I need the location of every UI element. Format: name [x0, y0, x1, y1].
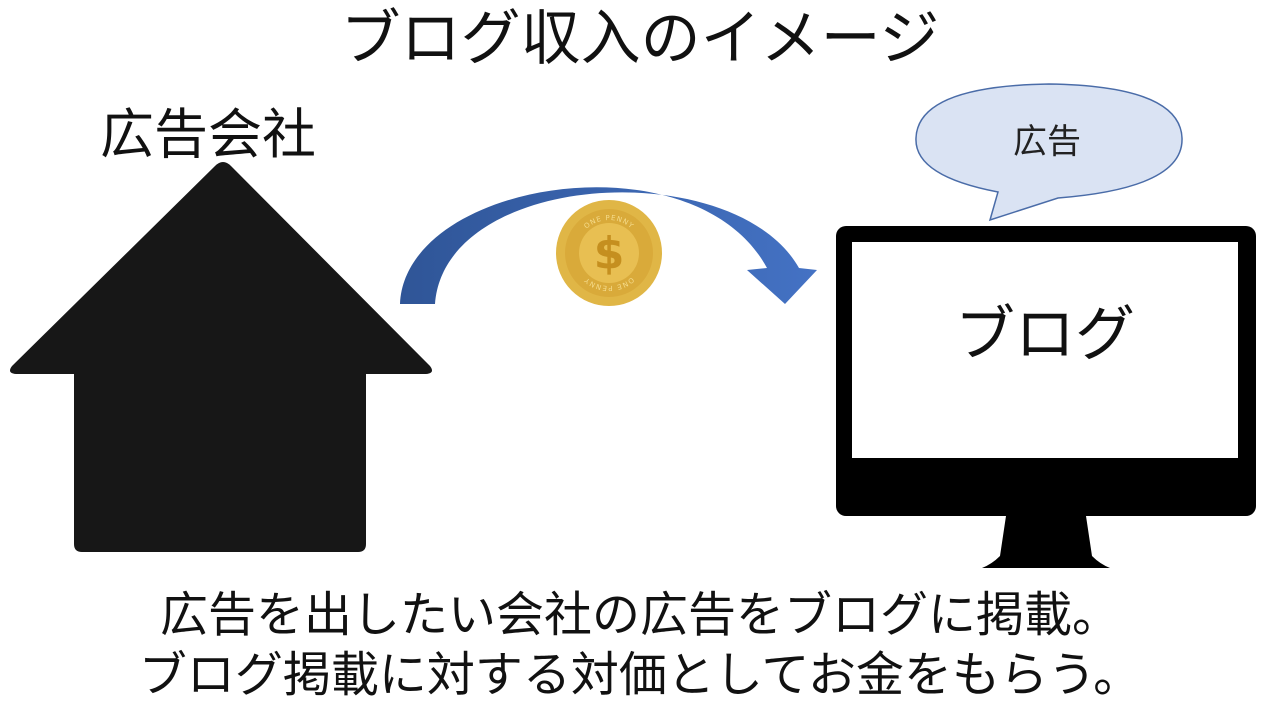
- caption-line-1: 広告を出したい会社の広告をブログに掲載。: [159, 587, 1120, 643]
- blog-screen-label: ブログ: [955, 300, 1135, 370]
- house-icon: [10, 162, 432, 552]
- coin-icon: ONE PENNY ONE PENNY $: [556, 200, 662, 306]
- svg-text:$: $: [594, 228, 625, 279]
- advertiser-label: 広告会社: [100, 103, 316, 166]
- diagram-title: ブログ収入のイメージ: [340, 4, 940, 74]
- curved-arrow-icon: [400, 187, 817, 304]
- speech-bubble-label: 広告: [1013, 122, 1081, 162]
- caption-line-2: ブログ掲載に対する対価としてお金をもらう。: [138, 647, 1142, 703]
- monitor-icon: [836, 226, 1256, 568]
- speech-bubble-icon: [915, 83, 1183, 222]
